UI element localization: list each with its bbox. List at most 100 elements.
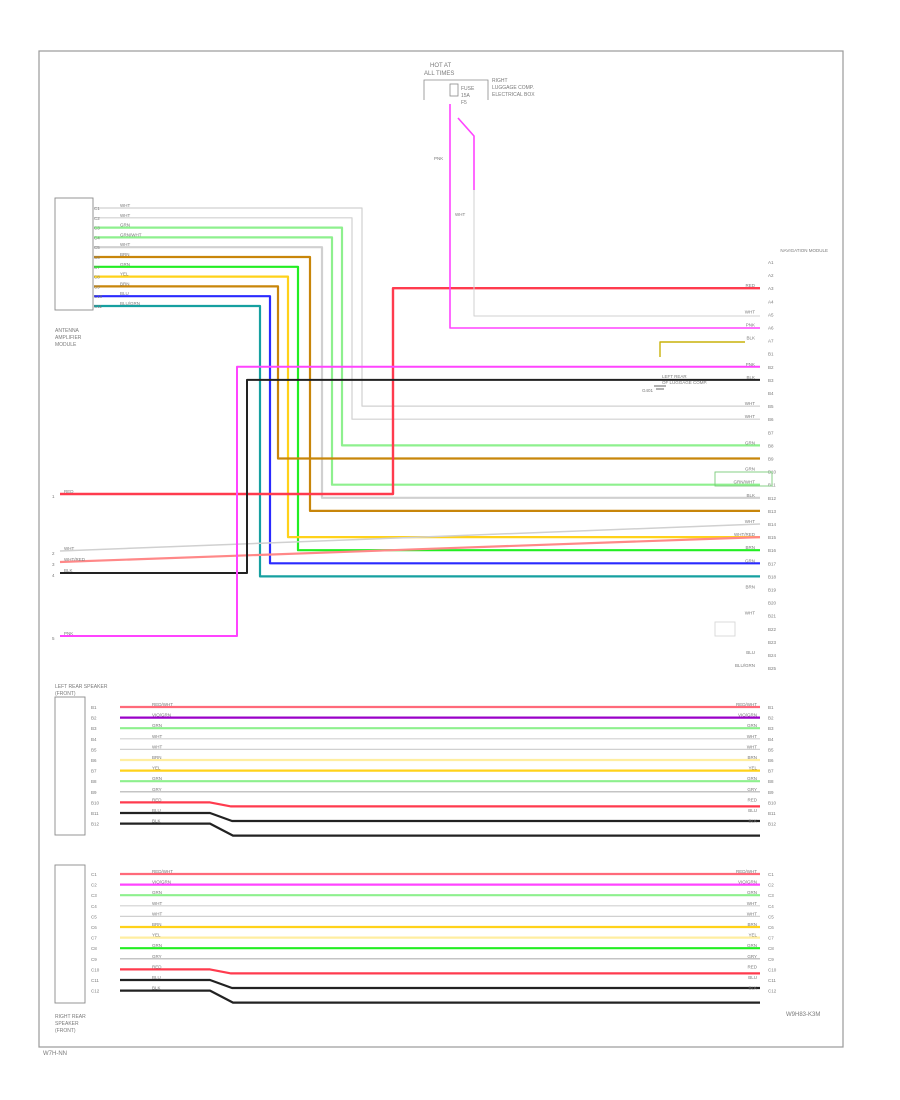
speaker-wire-label-left: GRN [152,943,162,948]
antenna-wire-label: BLU/GRN [120,301,140,306]
speaker-wire-label-right: BRN [747,755,757,760]
fuse-feed-pnk-b [457,117,475,190]
right-module-pin: B18 [768,574,777,579]
speaker-module-pin: B9 [768,790,774,795]
right-module-wire-label: WHT [745,414,755,419]
diagram-frame [38,50,844,1048]
speaker-wire-label-left: BRN [152,755,162,760]
speaker-pin: B9 [91,790,97,795]
ground-lead [659,341,745,357]
right-module-wire-label: WHT [745,519,755,524]
right-module-pin: B1 [768,352,774,357]
right-module-pin: B21 [768,614,777,619]
fuse-feed-pnk [449,104,760,329]
fuse-title-line-2: ALL TIMES [424,71,454,77]
speaker-module-pin: B3 [768,726,774,731]
antenna-wire [94,295,760,565]
speaker-wire-label-right: YEL [748,933,757,938]
left-wire-wht-red [59,536,761,564]
speaker-connector-box [54,696,86,836]
speaker-wire [120,811,760,823]
speaker-pin: C10 [91,967,100,972]
speaker-wire-label-right: GRY [747,787,757,792]
speaker-module-pin: C8 [768,946,774,951]
speaker-wire-label-right: BLU [748,808,757,813]
ground-line-1: LEFT REAR [662,374,687,379]
speaker-pin: C3 [91,893,97,898]
right-module-wire-label: GRN [745,467,755,472]
right-module-pin: B9 [768,457,774,462]
speaker-wire-label-right: GRN [747,943,757,948]
speaker-pin: B8 [91,779,97,784]
speaker-wire-label-right: RED [747,964,757,969]
left-wire-label: RED [64,489,74,494]
speaker-wire-label-left: WHT [152,744,162,749]
antenna-pin: C9 [94,284,100,289]
antenna-wire [94,217,760,420]
right-module-pin: B8 [768,443,774,448]
fuse-side-line-1: RIGHT [492,78,508,84]
right-module-pin: B16 [768,548,777,553]
ground-line-2: OF LUGGAGE COMP. [662,380,707,385]
speaker-pin: B3 [91,726,97,731]
speaker-module-pin: C12 [768,989,777,994]
speaker-wire-label-left: RED/WHT [152,869,173,874]
speaker-caption: RIGHT REAR [55,1014,86,1020]
fuse-terminal: F5 [461,100,467,106]
speaker-module-pin: B11 [768,811,776,816]
right-module-wire-label: BLU/GRN [735,663,755,668]
speaker-module-pin: C3 [768,893,774,898]
antenna-wire-label: YEL [120,272,129,277]
speaker-pin: C1 [91,872,97,877]
speaker-wire-label-left: WHT [152,734,162,739]
speaker-wire-label-right: VIO/GRN [738,880,757,885]
right-module-wire-label: BLU [746,650,755,655]
antenna-wire [94,246,760,499]
antenna-wire-label: GRN [120,223,130,228]
right-module-pin: A5 [768,312,774,317]
fuse-label: FUSE [461,86,475,92]
fuse-side-line-3: ELECTRICAL BOX [492,92,535,98]
right-module-pin: B24 [768,653,777,658]
speaker-module-pin: B10 [768,800,777,805]
right-module-wire-label: WHT [745,611,755,616]
ground-line-3: G401 [642,388,654,393]
right-module-wire-label: BLK [746,336,755,341]
speaker-wire-label-right: RED [747,797,757,802]
speaker-wire-label-right: BLK [748,819,757,824]
right-module-pin: B4 [768,391,774,396]
left-wire-wht [59,523,761,552]
right-module-pin: B17 [768,561,777,566]
left-wire-pin: 3 [52,562,55,567]
antenna-connector-box [54,197,94,311]
speaker-caption: (FRONT) [55,1028,76,1034]
wire-layer [59,104,761,1004]
left-wire-pin: 4 [52,573,55,578]
antenna-pin: C5 [94,245,100,250]
right-module-wire-label: BLK [746,493,755,498]
right-module-pin: B15 [768,535,777,540]
antenna-pin: C1 [94,206,100,211]
fuse-title-line-1: HOT AT [430,63,451,69]
antenna-pin: C4 [94,235,100,240]
antenna-pin: C8 [94,275,100,280]
speaker-pin: B5 [91,747,97,752]
module-inner-box [714,471,773,487]
speaker-wire-label-left: YEL [152,933,161,938]
antenna-wire [94,304,760,578]
speaker-module-pin: C2 [768,883,774,888]
right-module-pin: B13 [768,509,777,514]
right-module-pin: B12 [768,496,777,501]
right-module-pin: A2 [768,273,774,278]
antenna-pin: C6 [94,255,100,260]
speaker-wire-label-right: WHT [747,901,757,906]
speaker-wire [120,801,760,808]
right-module-wire-label: GRN [745,558,755,563]
antenna-wire [94,207,760,407]
speaker-pin: C9 [91,957,97,962]
antenna-wire-label: WHT [120,213,130,218]
speaker-caption: (FRONT) [55,691,76,697]
speaker-module-pin: C5 [768,914,774,919]
speaker-wire-label-right: YEL [748,766,757,771]
speaker-pin: B4 [91,737,97,742]
